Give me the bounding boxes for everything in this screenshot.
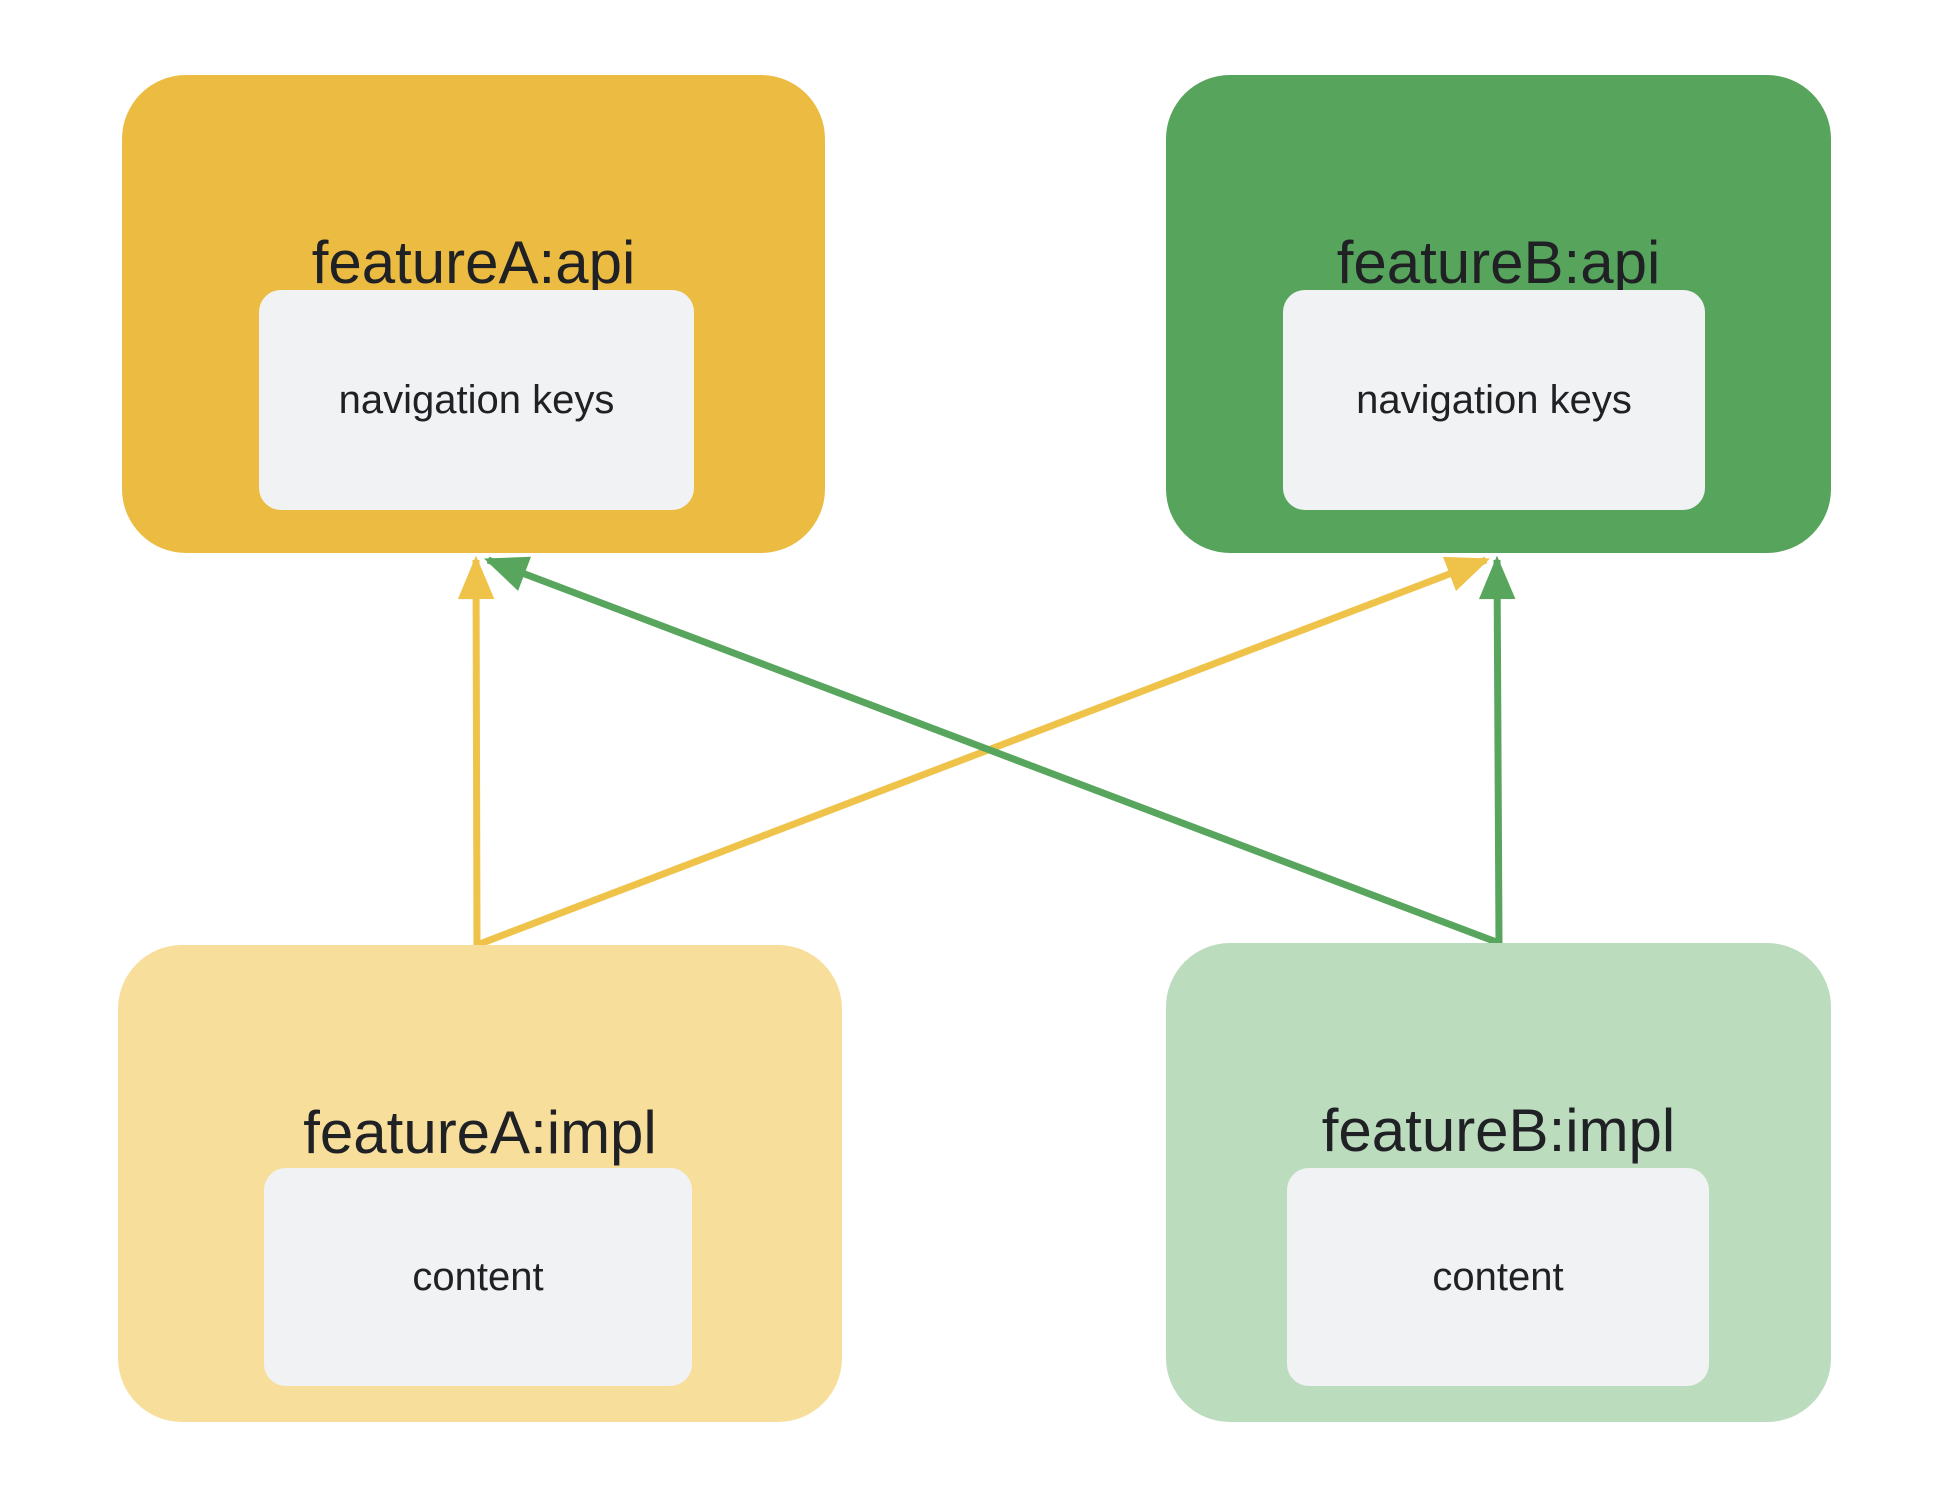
arrow-featureA-impl-to-featureA-api: [457, 555, 495, 946]
featureB-impl-content-label: content: [1432, 1254, 1564, 1299]
module-featureB-api-title: featureB:api: [1336, 229, 1661, 296]
featureB-impl-content-box: content: [1287, 1168, 1709, 1386]
featureB-api-navigation-keys-label: navigation keys: [1356, 377, 1632, 422]
featureB-api-navigation-keys-box: navigation keys: [1283, 290, 1705, 510]
arrow-featureB-impl-to-featureA-api: [483, 556, 1501, 947]
featureA-impl-content-label: content: [412, 1254, 544, 1299]
module-featureB-impl: featureB:impl content: [1166, 943, 1831, 1422]
featureA-api-navigation-keys-box: navigation keys: [259, 290, 694, 510]
module-featureB-impl-title: featureB:impl: [1321, 1097, 1676, 1164]
module-featureB-api: featureB:api navigation keys: [1166, 75, 1831, 553]
module-featureA-api-title: featureA:api: [311, 229, 636, 296]
module-featureA-api: featureA:api navigation keys: [122, 75, 825, 553]
featureA-api-navigation-keys-label: navigation keys: [338, 377, 615, 422]
module-featureA-impl: featureA:impl content: [118, 945, 842, 1422]
arrow-featureB-impl-to-featureB-api: [1478, 555, 1516, 944]
module-featureA-impl-title: featureA:impl: [303, 1099, 657, 1166]
arrow-featureA-impl-to-featureB-api: [475, 556, 1491, 949]
featureA-impl-content-box: content: [264, 1168, 692, 1386]
